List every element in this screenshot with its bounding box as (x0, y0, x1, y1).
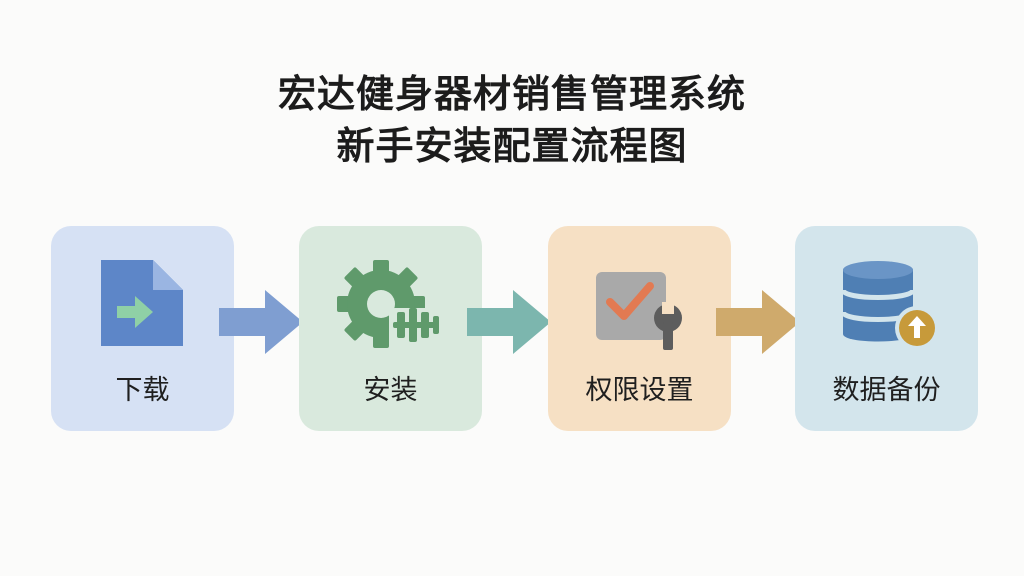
page-title: 宏达健身器材销售管理系统 新手安装配置流程图 (0, 68, 1024, 172)
title-line-2: 新手安装配置流程图 (336, 124, 688, 168)
database-upload-icon (840, 261, 939, 350)
step-download: 下载 (51, 226, 234, 431)
arrow-right-icon (716, 290, 800, 354)
gear-dumbbell-icon (337, 260, 443, 348)
file-download-icon (101, 260, 183, 346)
step-data-backup: 数据备份 (795, 226, 978, 431)
step-label-data-backup: 数据备份 (832, 375, 941, 406)
arrow-right-icon (467, 290, 551, 354)
step-permission-settings: 权限设置 (548, 226, 731, 431)
arrow-right-icon (219, 290, 303, 354)
checklist-wrench-icon (596, 272, 682, 350)
step-label-install: 安装 (363, 375, 418, 406)
step-label-permission-settings: 权限设置 (585, 375, 694, 406)
step-label-download: 下载 (115, 375, 170, 406)
title-line-1: 宏达健身器材销售管理系统 (277, 72, 746, 116)
step-install: 安装 (299, 226, 482, 431)
